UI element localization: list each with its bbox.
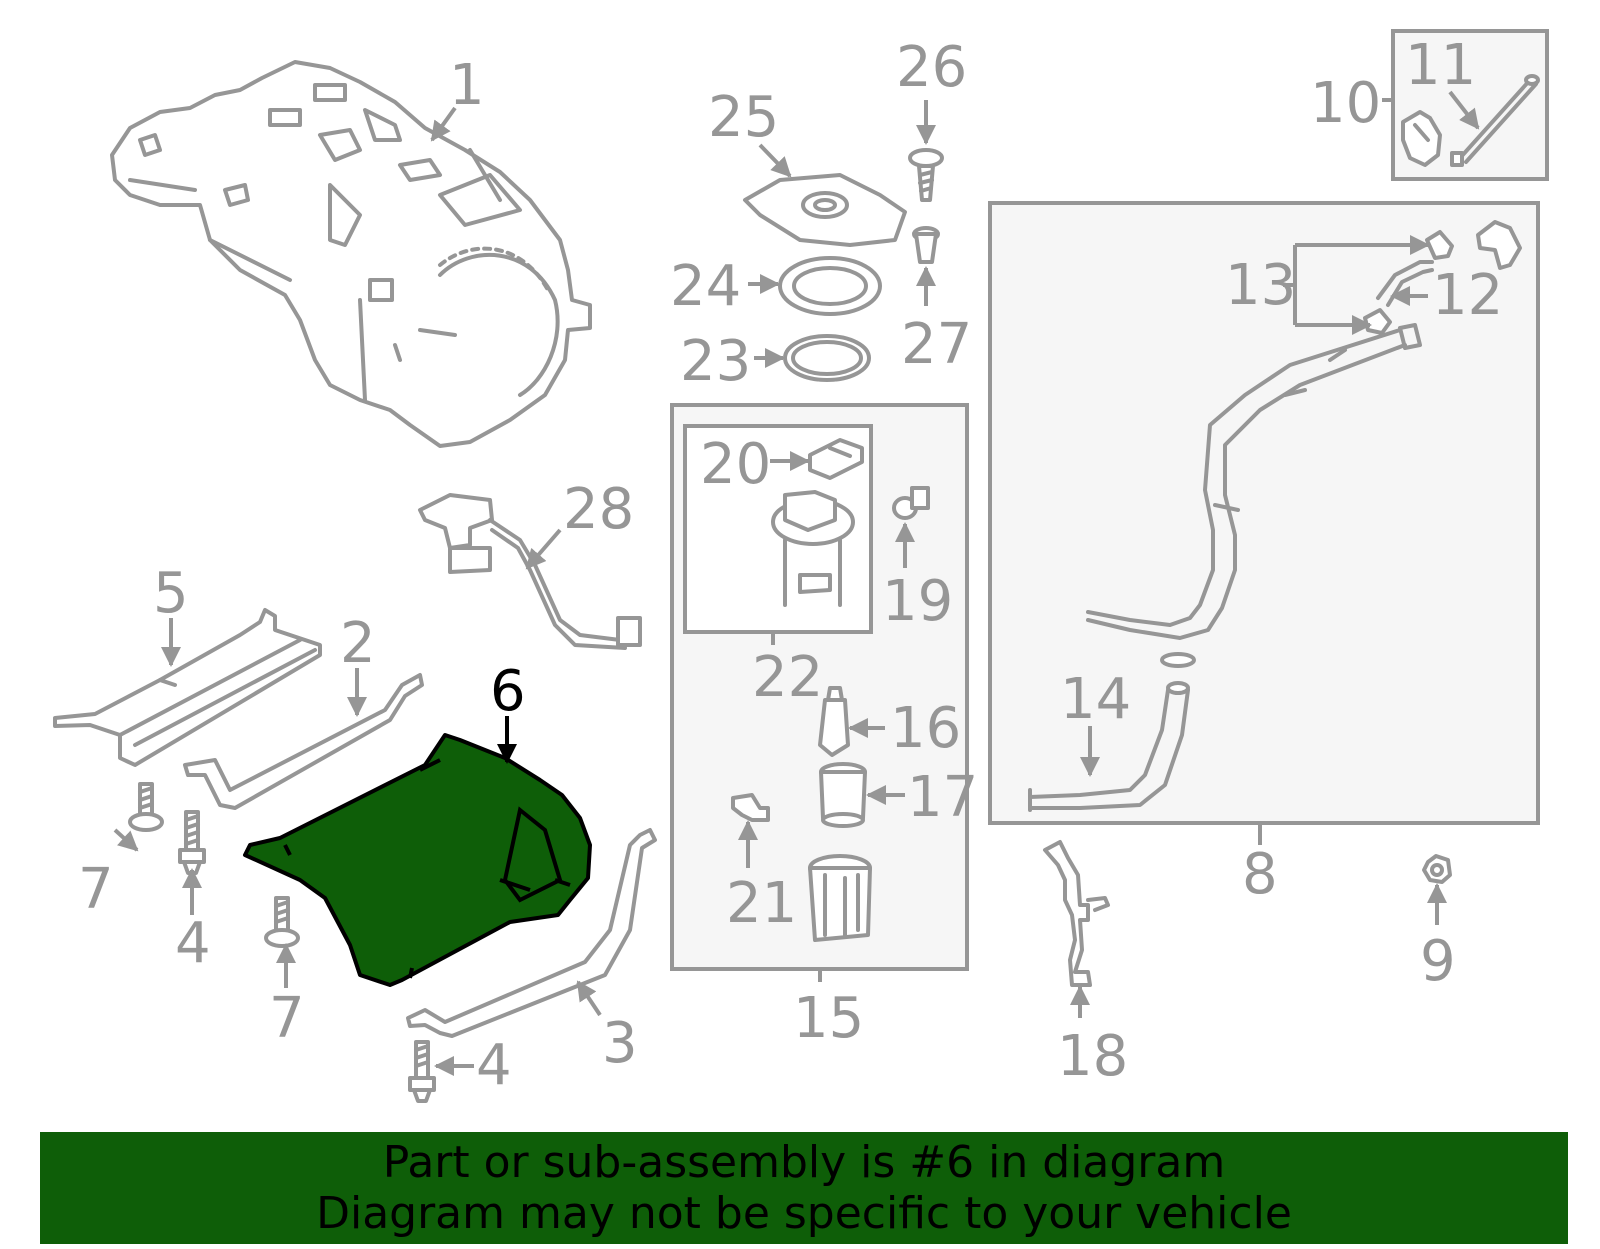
part-4-bolt-a[interactable]: [178, 810, 206, 875]
callout-13: 13: [1225, 253, 1296, 318]
part-5-skid-plate[interactable]: [53, 608, 322, 767]
banner-line-1: Part or sub-assembly is #6 in diagram: [382, 1137, 1226, 1188]
callout-15: 15: [793, 986, 864, 1051]
callout-14: 14: [1060, 667, 1131, 732]
callout-21: 21: [726, 871, 797, 936]
callout-23: 23: [680, 329, 751, 394]
callout-20: 20: [700, 432, 771, 497]
part-25-cover-plate[interactable]: [743, 173, 907, 247]
callout-4-a: 4: [175, 911, 211, 976]
callout-27: 27: [901, 312, 972, 377]
part-15-reservoir[interactable]: [808, 854, 872, 942]
callout-24: 24: [670, 254, 741, 319]
part-24-lock-ring[interactable]: [778, 256, 882, 316]
part-2-strap[interactable]: [183, 673, 424, 810]
callout-7-b: 7: [269, 986, 305, 1051]
callout-11: 11: [1405, 33, 1476, 98]
callout-17: 17: [907, 765, 978, 830]
callout-28: 28: [563, 477, 634, 542]
part-6-tank-shield[interactable]: [243, 733, 592, 987]
callout-19: 19: [882, 569, 953, 634]
callout-10: 10: [1310, 71, 1381, 136]
part-1-fuel-tank[interactable]: [110, 60, 592, 448]
callout-25: 25: [708, 85, 779, 150]
callout-2: 2: [340, 611, 376, 676]
part-28-sender-unit[interactable]: [418, 493, 642, 650]
info-banner: Part or sub-assembly is #6 in diagram Di…: [40, 1132, 1568, 1244]
part-16-filter[interactable]: [818, 686, 850, 757]
part-7-bolt-a[interactable]: [128, 782, 164, 832]
part-8-filler-pipe[interactable]: [1086, 323, 1422, 640]
part-10-filler-cap[interactable]: [1401, 110, 1442, 167]
callout-4-b: 4: [476, 1033, 512, 1098]
part-27-grommet[interactable]: [912, 226, 940, 264]
callout-1: 1: [449, 53, 485, 118]
callout-12: 12: [1432, 263, 1503, 328]
part-22-pump-module[interactable]: [771, 490, 855, 607]
part-3-strap[interactable]: [406, 828, 657, 1038]
part-26-screw[interactable]: [908, 148, 944, 202]
callout-26: 26: [896, 35, 967, 100]
part-23-gasket[interactable]: [783, 334, 871, 382]
leader-lines: [113, 90, 1480, 1076]
banner-line-2: Diagram may not be specific to your vehi…: [316, 1188, 1292, 1239]
part-18-bracket[interactable]: [1043, 840, 1110, 987]
part-21-regulator[interactable]: [731, 793, 770, 822]
part-14-hose[interactable]: [1028, 652, 1196, 812]
callout-8: 8: [1242, 842, 1278, 907]
callout-3: 3: [602, 1011, 638, 1076]
callout-7-a: 7: [78, 857, 114, 922]
callout-9: 9: [1420, 929, 1456, 994]
callout-labels: 1 5 2 6 7 4 7 4 3 28 25 26 24 27 23 20 1…: [78, 33, 1503, 1098]
part-20-connector[interactable]: [808, 438, 864, 480]
callout-6-highlighted: 6: [490, 659, 526, 724]
group-box-8: [988, 201, 1540, 825]
part-9-nut[interactable]: [1422, 854, 1452, 884]
callout-5: 5: [153, 561, 189, 626]
part-19-valve[interactable]: [892, 486, 930, 520]
part-17-fuel-pump[interactable]: [819, 762, 867, 828]
part-7-bolt-b[interactable]: [264, 896, 300, 948]
part-11-tether[interactable]: [1450, 74, 1540, 167]
callout-18: 18: [1057, 1024, 1128, 1089]
callout-22: 22: [752, 645, 823, 710]
callout-16: 16: [890, 696, 961, 761]
part-4-bolt-b[interactable]: [408, 1040, 436, 1103]
